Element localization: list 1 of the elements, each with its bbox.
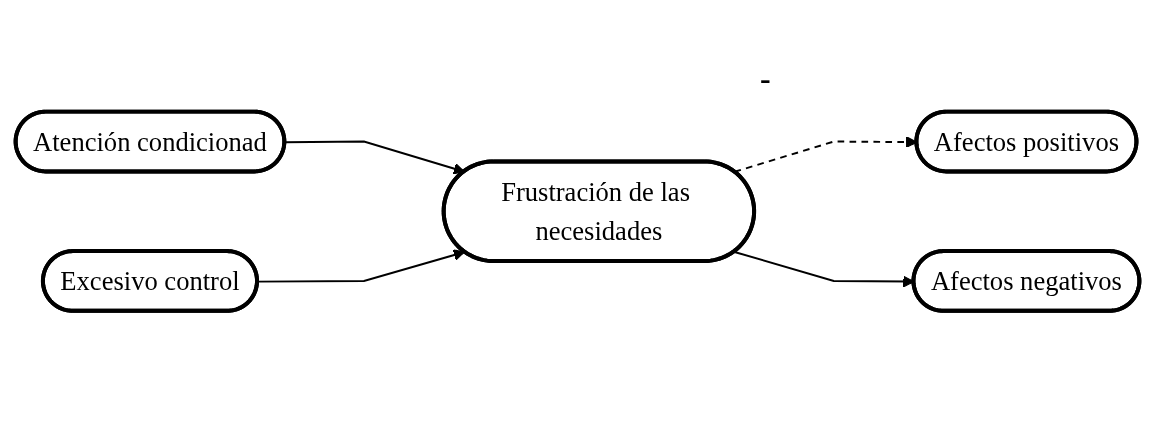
sign-label: - xyxy=(760,60,771,96)
